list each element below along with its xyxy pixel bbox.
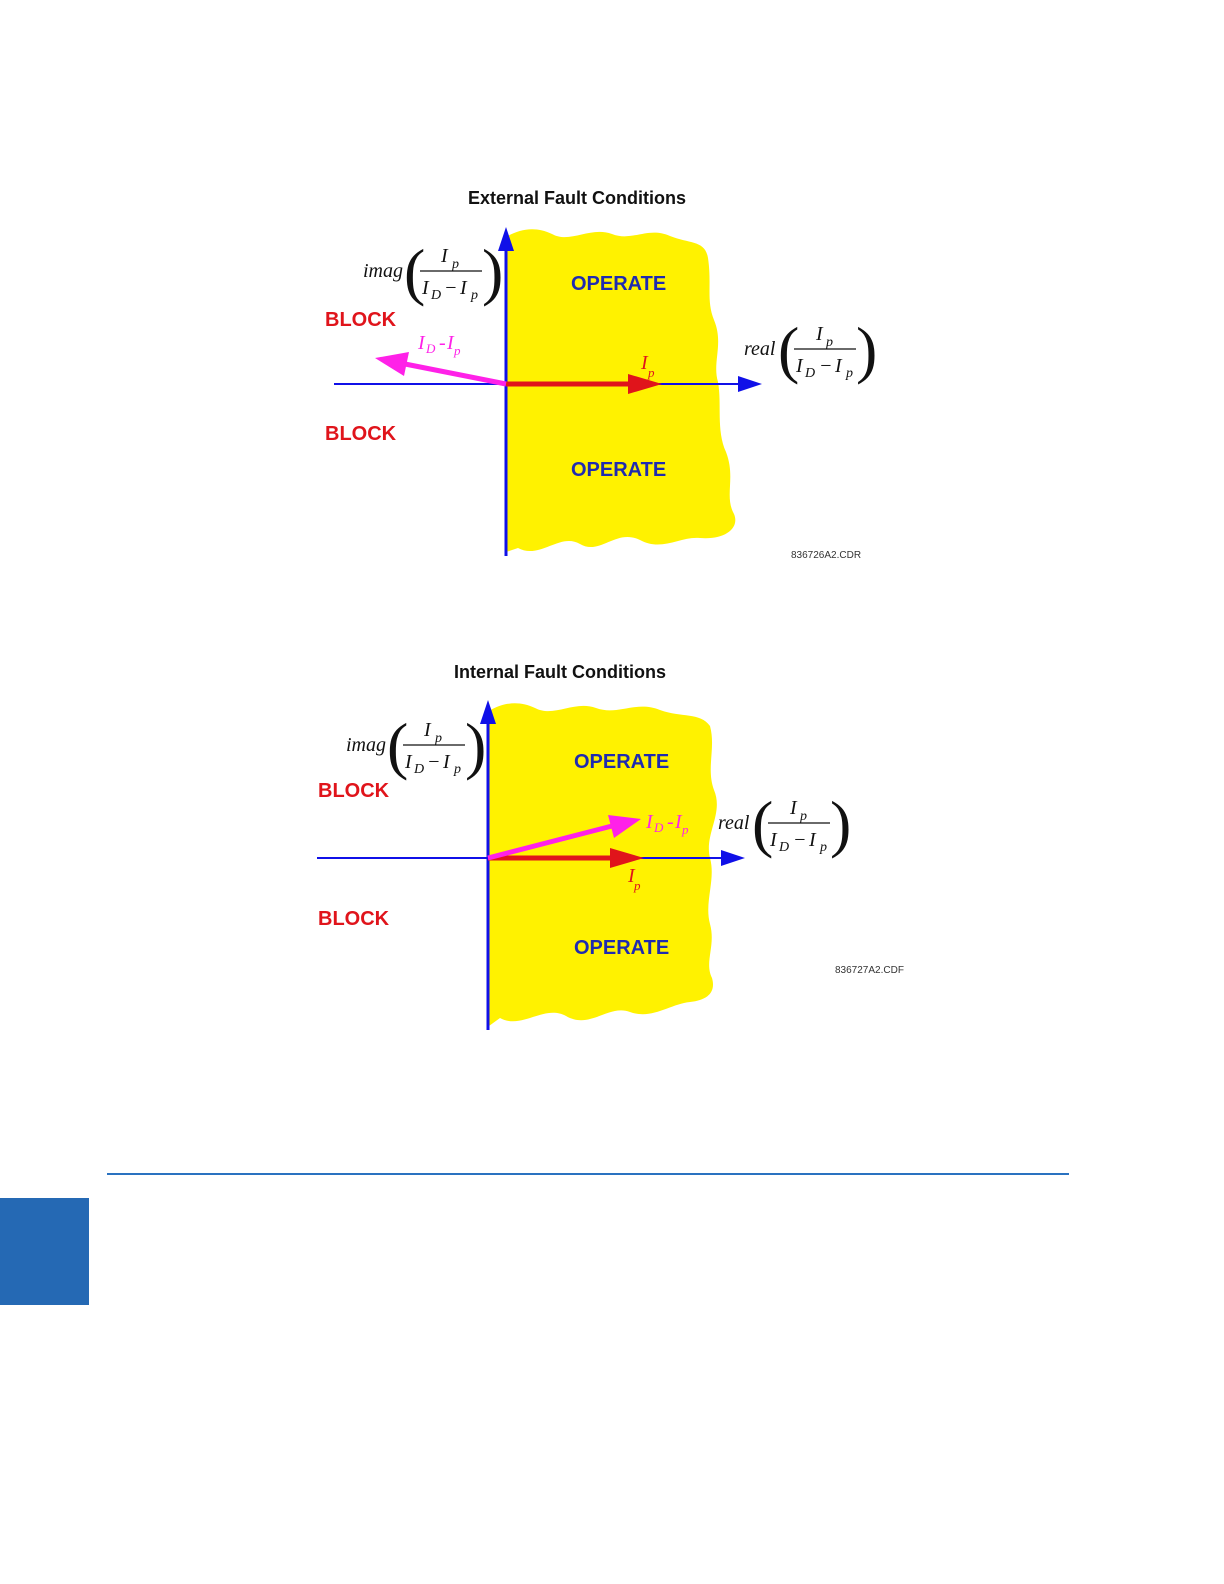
chapter-side-tab [0, 1198, 89, 1305]
svg-text:real: real [744, 338, 776, 360]
svg-text:I: I [645, 811, 654, 833]
svg-text:p: p [434, 731, 442, 746]
svg-text:I: I [421, 277, 430, 299]
svg-text:imag: imag [346, 734, 386, 756]
operate-label-lower: OPERATE [571, 459, 666, 481]
drawing-code: 836727A2.CDF [835, 965, 904, 976]
diagram-title: Internal Fault Conditions [454, 662, 666, 682]
svg-text:I: I [815, 323, 824, 345]
svg-text:D: D [430, 288, 441, 303]
id-minus-ip-vector-arrowhead [375, 352, 409, 376]
svg-text:−: − [819, 355, 833, 377]
svg-text:imag: imag [363, 260, 403, 282]
block-label-upper: BLOCK [325, 309, 397, 331]
block-label-lower: BLOCK [318, 908, 390, 930]
svg-text:I: I [789, 797, 798, 819]
id-minus-ip-vector-label: I D - I p [417, 332, 461, 358]
svg-text:I: I [440, 245, 449, 267]
real-axis-arrowhead [721, 850, 745, 866]
svg-text:p: p [453, 762, 461, 777]
svg-text:I: I [459, 277, 468, 299]
svg-text:I: I [769, 829, 778, 851]
svg-text:D: D [413, 762, 424, 777]
svg-text:D: D [778, 840, 789, 855]
diagram-title: External Fault Conditions [468, 188, 686, 208]
svg-text:p: p [647, 365, 655, 380]
svg-text:I: I [795, 355, 804, 377]
svg-text:p: p [845, 366, 853, 381]
real-axis-label: real ( I p I D − I p ) [744, 314, 877, 385]
svg-text:p: p [681, 822, 689, 837]
svg-text:p: p [799, 809, 807, 824]
imag-axis-label: imag ( I p I D − I p ) [363, 236, 503, 307]
svg-text:I: I [423, 719, 432, 741]
svg-text:−: − [427, 751, 441, 773]
svg-text:−: − [444, 277, 458, 299]
svg-text:I: I [417, 332, 426, 354]
svg-text:p: p [453, 343, 461, 358]
right-paren: ) [830, 788, 851, 859]
svg-text:−: − [793, 829, 807, 851]
svg-text:I: I [808, 829, 817, 851]
svg-text:I: I [404, 751, 413, 773]
right-paren: ) [856, 314, 877, 385]
right-paren: ) [465, 710, 486, 781]
page-divider-rule [107, 1173, 1069, 1175]
svg-text:I: I [834, 355, 843, 377]
drawing-code: 836726A2.CDR [791, 550, 861, 561]
block-label-lower: BLOCK [325, 423, 397, 445]
svg-text:p: p [819, 840, 827, 855]
imag-axis-label: imag ( I p I D − I p ) [346, 710, 486, 781]
operate-label-upper: OPERATE [571, 273, 666, 295]
operate-label-lower: OPERATE [574, 937, 669, 959]
block-label-upper: BLOCK [318, 780, 390, 802]
right-paren: ) [482, 236, 503, 307]
svg-text:p: p [451, 257, 459, 272]
operate-label-upper: OPERATE [574, 751, 669, 773]
external-fault-diagram: External Fault Conditions OPERATE OPERAT… [325, 188, 877, 561]
real-axis-arrowhead [738, 376, 762, 392]
svg-text:p: p [470, 288, 478, 303]
svg-text:p: p [825, 335, 833, 350]
svg-text:I: I [442, 751, 451, 773]
real-axis-label: real ( I p I D − I p ) [718, 788, 851, 859]
svg-text:real: real [718, 812, 750, 834]
id-minus-ip-vector [405, 364, 506, 384]
svg-text:p: p [633, 878, 641, 893]
svg-text:D: D [804, 366, 815, 381]
internal-fault-diagram: Internal Fault Conditions OPERATE OPERAT… [317, 662, 904, 1030]
